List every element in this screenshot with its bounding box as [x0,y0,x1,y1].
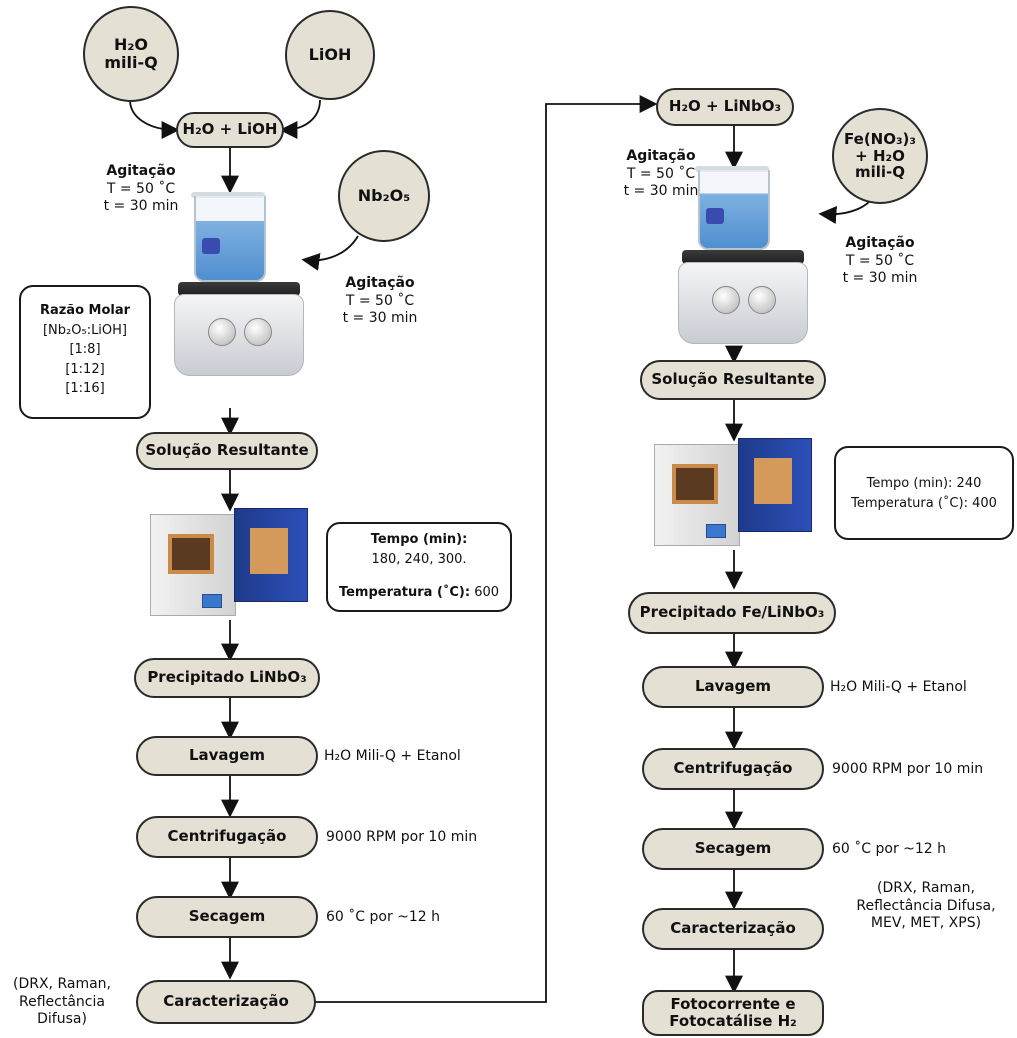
step-dry-label: Secagem [188,907,266,926]
stir-title: Agitação [345,275,415,291]
step-wash-label: Lavagem [188,746,266,765]
step-characterization-label: Caracterização [163,992,289,1011]
wash-note-right: H₂O Mili-Q + Etanol [830,679,967,695]
fe-nitrate-line2: + H₂O [855,146,905,165]
dry-note-left: 60 ˚C por ~12 h [326,909,441,925]
stir-temp: T = 50 ˚C [106,180,176,197]
furnace-info-right: Tempo (min): 240 Temperatura (˚C): 400 [834,446,1014,540]
magnetic-stirrer-right [678,166,808,348]
furnace-right [654,438,814,550]
step-dry-left: Secagem [136,896,318,938]
char-note-right: (DRX, Raman, Reflectância Difusa, MEV, M… [838,880,1014,933]
char-note-line: (DRX, Raman, [13,976,111,992]
stir-params-right-2: Agitação T = 50 ˚C t = 30 min [832,235,928,288]
stir-title: Agitação [626,148,696,164]
furnace-info-left: Tempo (min): 180, 240, 300. Temperatura … [326,522,512,612]
input-h2o-label: H₂O [114,35,148,55]
centrifuge-note-left: 9000 RPM por 10 min [326,829,478,845]
step-solution-right: Solução Resultante [640,360,826,400]
molar-ratio-1: [1:8] [69,342,101,357]
molar-ratio-box: Razão Molar [Nb₂O₅:LiOH] [1:8] [1:12] [1… [19,285,151,419]
input-lioh-label: LiOH [308,45,352,65]
dry-note-right: 60 ˚C por ~12 h [832,841,947,857]
furnace-temp-label: Temperatura (˚C): [338,585,471,600]
step-solution-label: Solução Resultante [651,370,815,389]
step-centrifuge-label: Centrifugação [167,827,287,846]
furnace-time-label: Tempo (min): [370,532,468,547]
step-h2o-lioh-mix: H₂O + LiOH [176,112,284,148]
step-centrifuge-left: Centrifugação [136,816,318,858]
step-solution-label: Solução Resultante [145,441,309,460]
step-dry-label: Secagem [694,839,772,858]
stir-params-left-1: Agitação T = 50 ˚C t = 30 min [96,163,186,216]
stir-temp: T = 50 ˚C [845,252,915,269]
stir-title: Agitação [845,235,915,251]
stir-time: t = 30 min [623,183,699,199]
furnace-temp-right: Temperatura (˚C): 400 [851,495,997,511]
char-note-line: (DRX, Raman, [877,880,975,896]
molar-ratio-2: [1:12] [65,361,105,377]
stir-temp: T = 50 ˚C [345,292,415,309]
input-lioh: LiOH [285,10,375,100]
furnace-time-right: Tempo (min): 240 [866,476,982,491]
arrow-lioh-to-mix [279,99,321,139]
furnace-time-values: 180, 240, 300. [371,551,467,567]
final-line2: Fotocatálise H₂ [669,1012,797,1030]
step-precipitate-right: Precipitado Fe/LiNbO₃ [628,592,836,634]
stir-temp: T = 50 ˚C [626,165,696,182]
char-note-line: Difusa) [37,1011,87,1027]
input-fe-nitrate: Fe(NO₃)₃ + H₂O mili-Q [832,108,928,204]
arrow-h2o-to-mix [129,99,180,139]
step-solution-left: Solução Resultante [136,432,318,470]
stir-params-left-2: Agitação T = 50 ˚C t = 30 min [332,275,428,328]
input-nb2o5: Nb₂O₅ [338,150,430,242]
input-mili-q-label: mili-Q [104,53,158,72]
molar-ratio-title: Razão Molar [39,303,131,318]
molar-ratio-formula: [Nb₂O₅:LiOH] [42,322,128,338]
centrifuge-note-right: 9000 RPM por 10 min [832,761,984,777]
step-centrifuge-right: Centrifugação [642,748,824,790]
step-centrifuge-label: Centrifugação [673,759,793,778]
step-wash-label: Lavagem [694,677,772,696]
step-characterization-left: Caracterização [136,980,316,1024]
fe-nitrate-line3: mili-Q [854,163,906,182]
stir-time: t = 30 min [342,310,418,326]
char-note-line: MEV, MET, XPS) [870,915,982,931]
arrow-char-to-right-mix [315,95,658,1003]
char-note-left: (DRX, Raman, Reflectância Difusa) [4,976,120,1029]
step-dry-right: Secagem [642,828,824,870]
step-wash-right: Lavagem [642,666,824,708]
arrow-nb2o5-to-stirrer [301,235,359,271]
char-note-line: Reflectância [19,993,105,1010]
magnetic-stirrer-left [174,190,304,408]
step-h2o-lioh-label: H₂O + LiOH [182,120,278,139]
molar-ratio-3: [1:16] [65,381,105,396]
stir-params-right-1: Agitação T = 50 ˚C t = 30 min [618,148,704,201]
stir-time: t = 30 min [103,198,179,214]
fe-nitrate-line1: Fe(NO₃)₃ [844,130,916,149]
wash-note-left: H₂O Mili-Q + Etanol [324,748,461,764]
step-h2o-linbo3-mix: H₂O + LiNbO₃ [656,88,794,126]
step-h2o-linbo3-label: H₂O + LiNbO₃ [668,97,782,116]
step-precipitate-label: Precipitado Fe/LiNbO₃ [639,603,825,622]
furnace-left [150,508,310,620]
step-precipitate-label: Precipitado LiNbO₃ [147,668,307,687]
input-nb2o5-label: Nb₂O₅ [357,186,411,206]
step-precipitate-left: Precipitado LiNbO₃ [134,658,320,698]
final-line1: Fotocorrente e [670,994,796,1013]
step-final-photocurrent: Fotocorrente e Fotocatálise H₂ [642,990,824,1036]
furnace-temp-value: 600 [470,585,500,600]
stir-title: Agitação [106,163,176,179]
step-wash-left: Lavagem [136,736,318,776]
stir-time: t = 30 min [842,270,918,286]
step-characterization-right: Caracterização [642,908,824,950]
char-note-line: Reflectância Difusa, [856,897,996,914]
step-characterization-label: Caracterização [670,919,796,938]
